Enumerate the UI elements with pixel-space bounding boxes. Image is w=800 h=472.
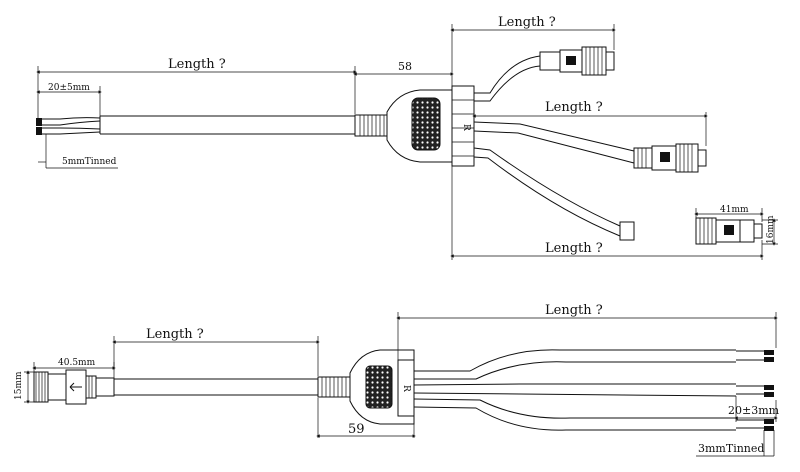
top-branch-top-length-label: Length ? [498,15,556,30]
top-connector-2 [633,143,707,173]
bottom-dim-59-label: 59 [348,422,365,437]
svg-text:R: R [461,124,471,131]
bottom-main-cable [114,376,351,398]
top-dim-58-label: 58 [398,60,412,73]
top-connector-1 [539,46,615,76]
top-conn-height-label: 16mm [766,215,776,244]
bottom-main-length-label: Length ? [146,327,204,342]
top-branch-cables [473,55,635,237]
top-main-length-label: Length ? [168,57,226,72]
bottom-conn-height-label: 15mm [14,371,24,400]
svg-text:R: R [401,385,411,392]
bottom-conn-length-label: 40.5mm [58,358,96,368]
bottom-dimensions [24,312,778,457]
bottom-branch-length-label: Length ? [545,303,603,318]
top-branch-bottom-length-label: Length ? [545,241,603,256]
top-branch-mid-length-label: Length ? [545,100,603,115]
top-connector-3 [619,217,763,245]
bottom-connector [33,369,115,405]
top-conn-width-label: 41mm [720,205,749,215]
top-dimensions [36,24,778,260]
top-strip-label: 20±5mm [48,83,90,93]
top-diagram: R [36,15,778,260]
bottom-splitter-body: R [349,349,415,425]
top-main-cable [36,114,388,137]
top-splitter-body: R [386,85,475,167]
bottom-tinned-label: 3mmTinned [698,442,764,455]
bottom-branch-cables [413,349,774,431]
bottom-diagram: R [14,303,780,457]
bottom-strip-label: 20±3mm [728,404,780,417]
top-tinned-label: 5mmTinned [62,157,117,167]
